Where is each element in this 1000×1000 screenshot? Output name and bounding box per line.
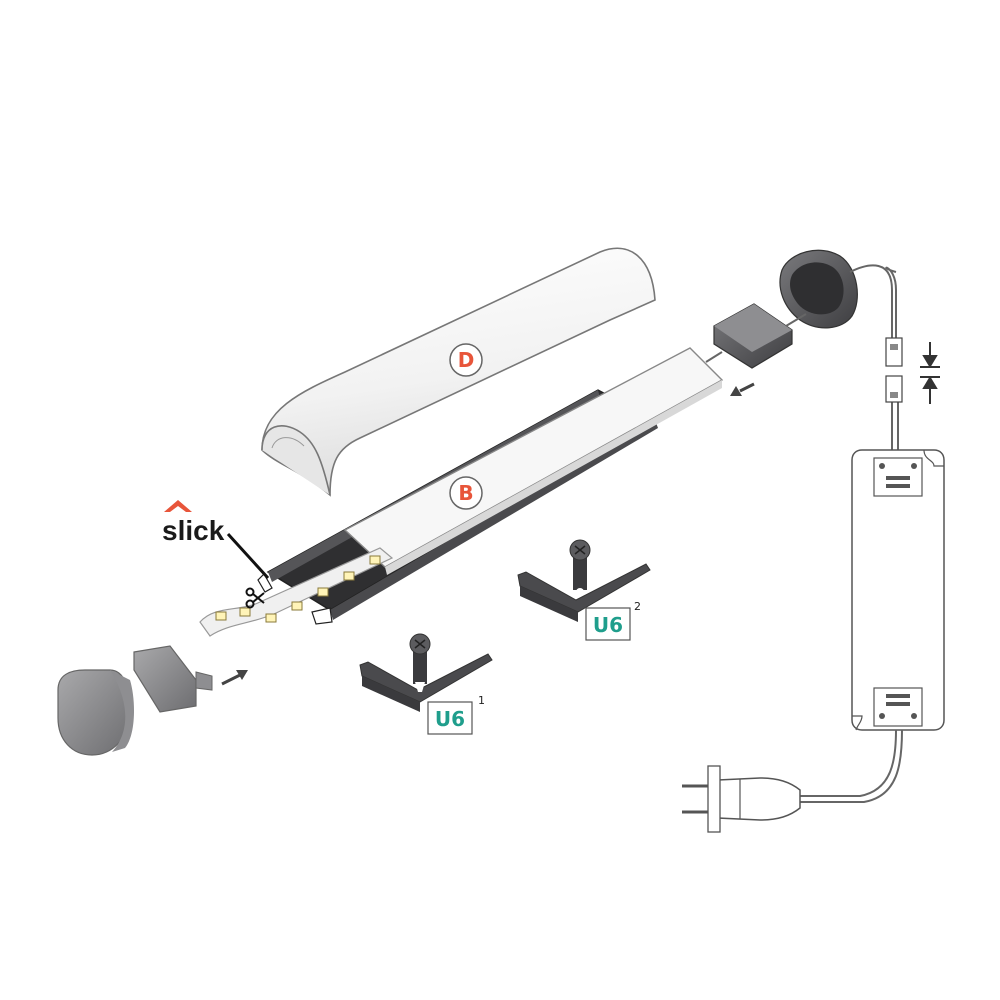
led-chip <box>291 601 303 611</box>
end-cap-insert <box>133 645 213 713</box>
end-cap-cable-round <box>779 249 858 329</box>
label-b-badge: B <box>449 476 483 510</box>
end-cap-round <box>57 669 135 756</box>
mounting-clip-2 <box>517 539 651 622</box>
led-chip <box>215 611 227 621</box>
euro-plug-icon <box>682 765 801 833</box>
led-chip <box>343 571 355 581</box>
led-strip <box>199 547 394 637</box>
led-chip <box>239 607 251 617</box>
label-d: D <box>458 348 475 372</box>
power-supply <box>851 449 945 731</box>
clip-label-2: U6 2 <box>585 600 641 641</box>
clip-label-1-superscript: 1 <box>478 694 485 707</box>
scissors-icon <box>245 587 265 609</box>
mounting-clip-1 <box>359 633 493 712</box>
clip-label-1: U6 1 <box>427 694 485 735</box>
mains-cable <box>800 729 903 803</box>
cable-connector <box>885 337 903 403</box>
cable <box>705 264 899 450</box>
led-chip <box>317 587 329 597</box>
label-d-badge: D <box>449 343 483 377</box>
clip-label-2-text: U6 <box>593 613 623 637</box>
label-b: B <box>458 481 473 505</box>
clip-label-1-text: U6 <box>435 707 465 731</box>
gap-arrows-icon <box>920 342 940 404</box>
led-chip <box>369 555 381 565</box>
clip-label-2-superscript: 2 <box>634 600 641 613</box>
slick-logo-text: slick <box>162 515 225 546</box>
led-chip <box>265 613 277 623</box>
arrow-icon <box>221 670 248 686</box>
arrow-icon <box>730 382 755 396</box>
slick-logo: slick <box>162 500 270 580</box>
end-cap-cable-insert <box>713 303 793 369</box>
